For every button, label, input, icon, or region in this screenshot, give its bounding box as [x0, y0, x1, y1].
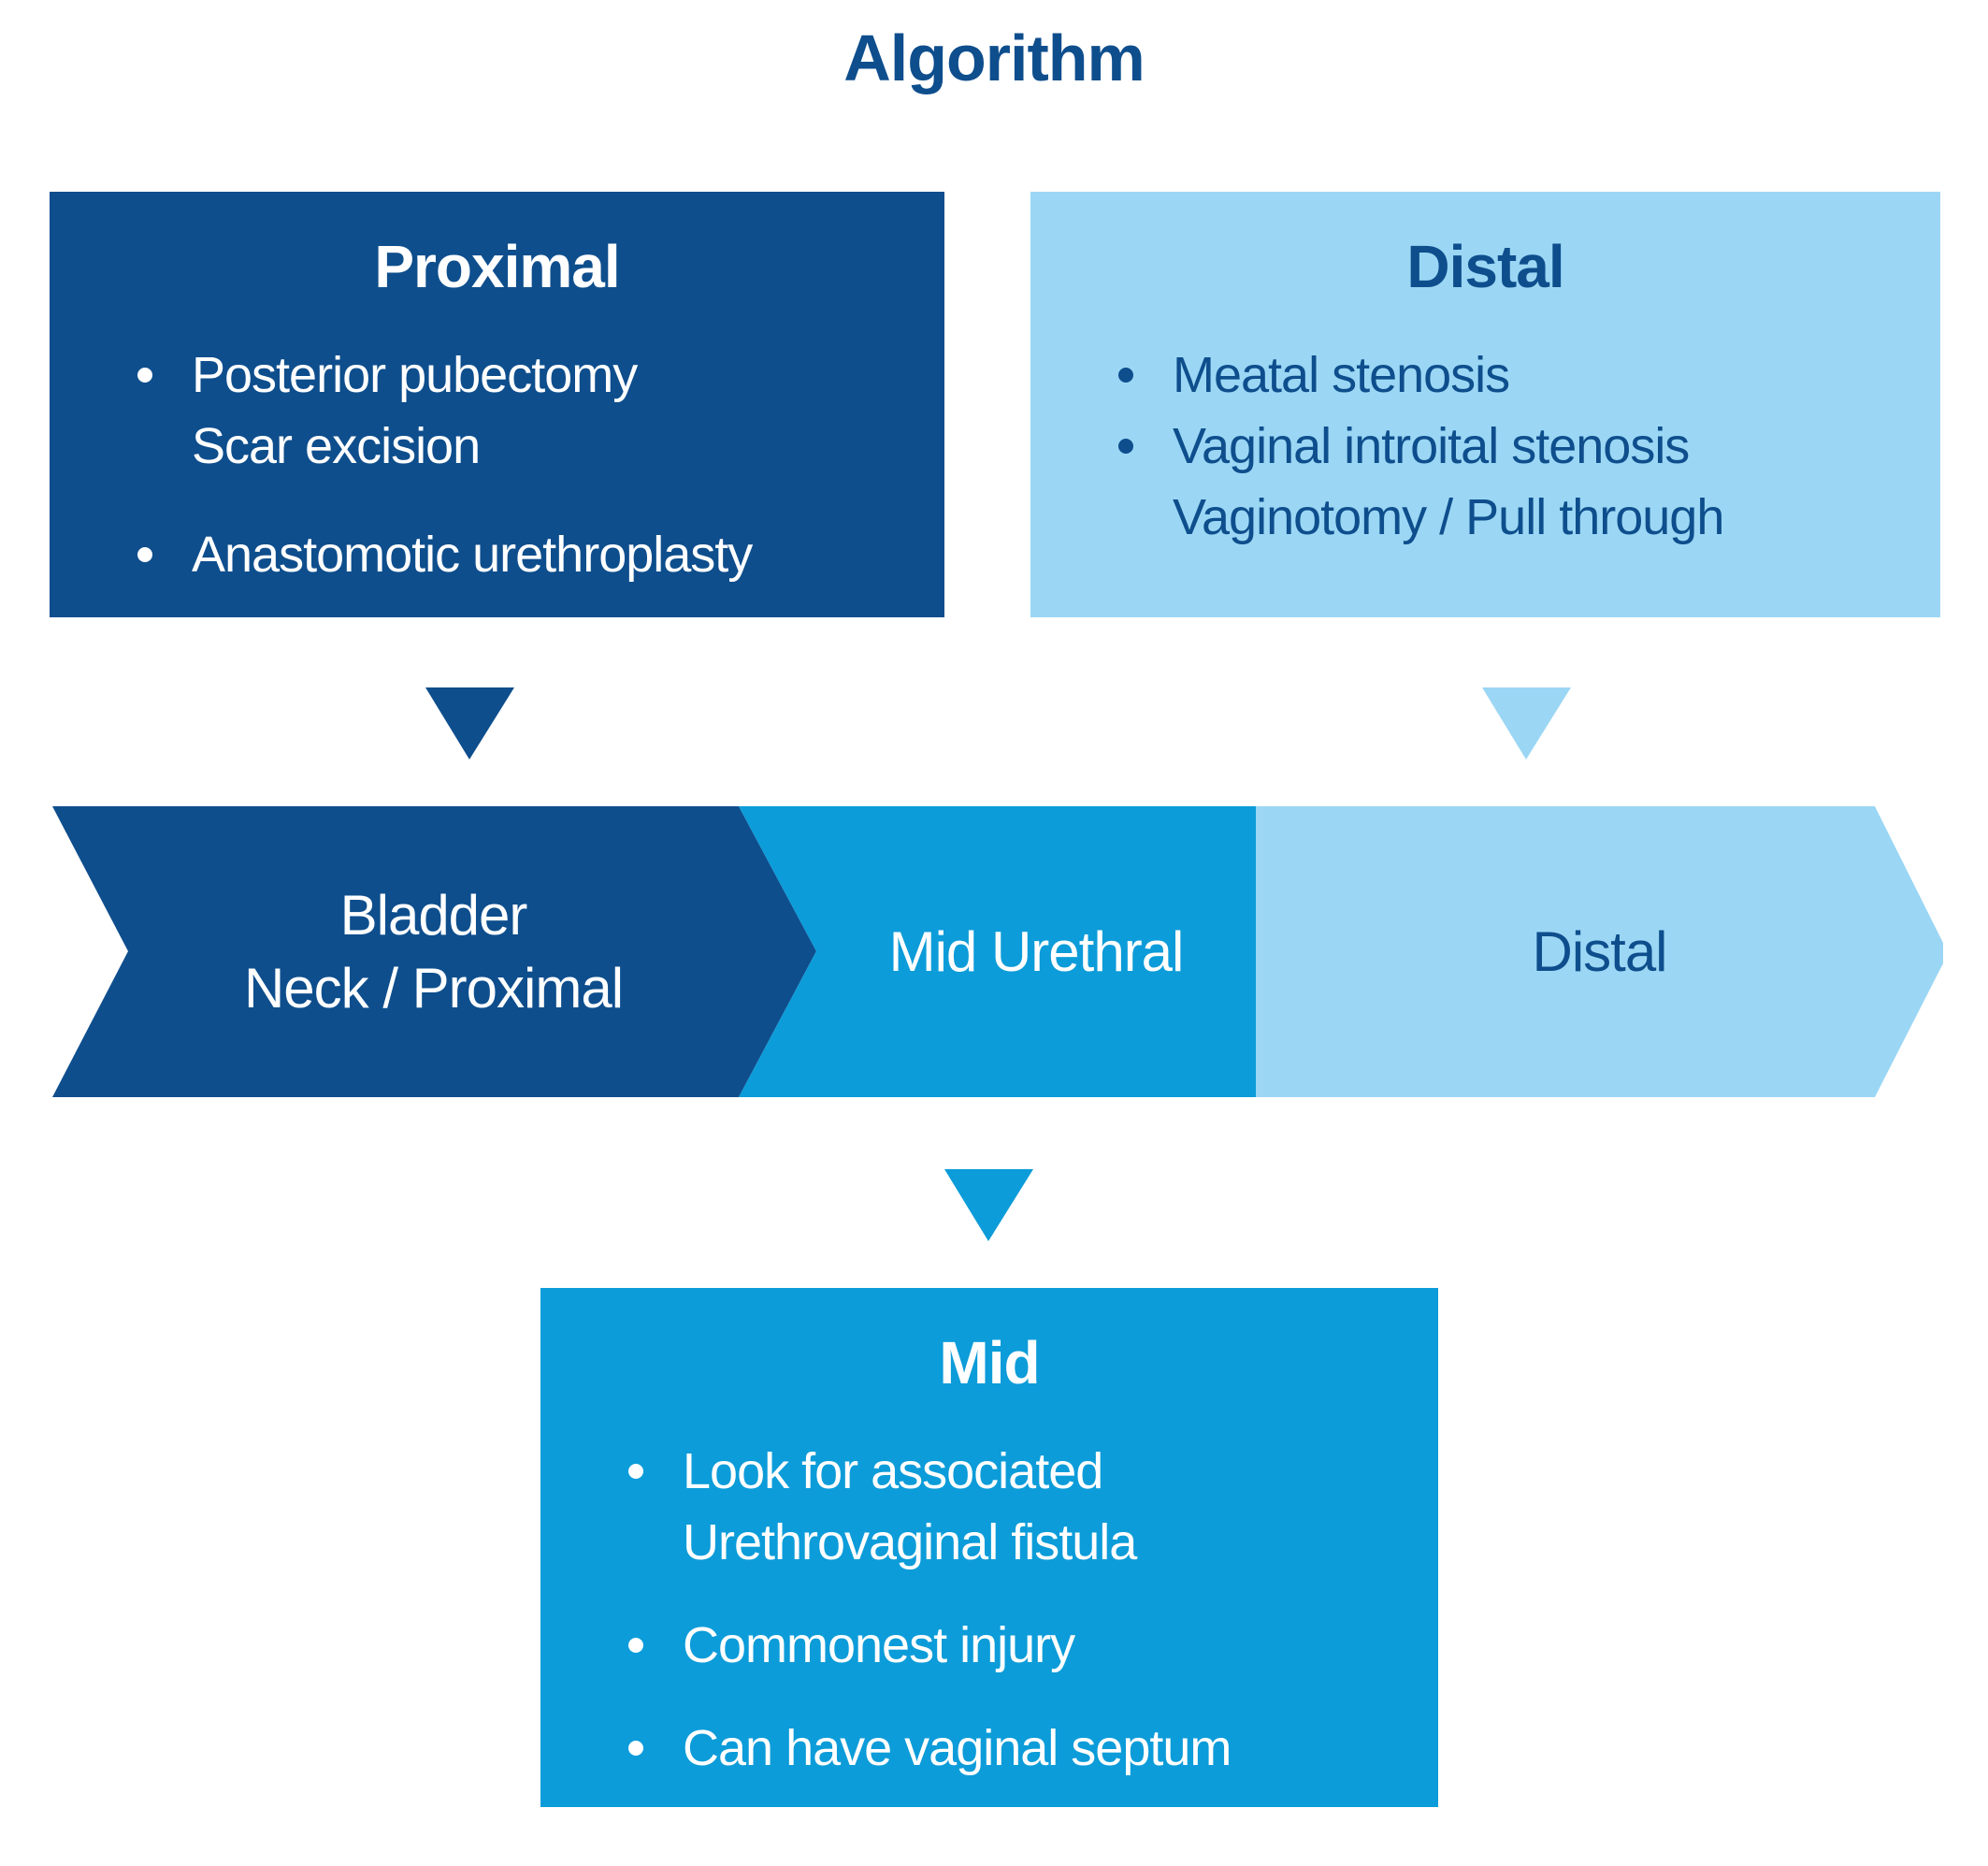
item-text: Urethrovaginal fistula	[683, 1514, 1137, 1570]
distal-box: Distal Meatal stenosis Vaginal introital…	[1030, 192, 1940, 617]
chevron-distal	[1256, 806, 1943, 1097]
distal-box-title: Distal	[1406, 233, 1564, 300]
bullet-dot-icon	[1118, 368, 1133, 383]
bullet-dot-icon	[137, 547, 152, 562]
list-item: Scar excision	[137, 411, 907, 482]
mid-box: Mid Look for associated Urethrovaginal f…	[540, 1288, 1438, 1807]
list-item: Meatal stenosis	[1118, 340, 1903, 411]
page-title: Algorithm	[843, 22, 1145, 94]
list-item: Anastomotic urethroplasty	[137, 519, 907, 590]
item-text: Meatal stenosis	[1173, 347, 1510, 403]
bullet-dot-icon	[628, 1741, 643, 1756]
item-text: Posterior pubectomy	[192, 347, 638, 403]
item-text: Scar excision	[192, 418, 481, 474]
arrow-down-mid-icon	[944, 1169, 1033, 1241]
distal-bullet-list: Meatal stenosis Vaginal introital stenos…	[1068, 340, 1903, 553]
bullet-dot-icon	[628, 1638, 643, 1653]
arrow-down-distal-icon	[1482, 687, 1571, 759]
proximal-box-title: Proximal	[374, 233, 620, 300]
bullet-dot-icon	[137, 368, 152, 383]
list-item: Commonest injury	[628, 1610, 1401, 1681]
item-text: Vaginal introital stenosis	[1173, 418, 1690, 474]
bullet-dot-icon	[1118, 439, 1133, 454]
list-item: Urethrovaginal fistula	[628, 1507, 1401, 1578]
list-item: Vaginal introital stenosis	[1118, 411, 1903, 482]
mid-bullet-list: Look for associated Urethrovaginal fistu…	[578, 1436, 1401, 1784]
item-text: Vaginotomy / Pull through	[1173, 489, 1724, 545]
proximal-box: Proximal Posterior pubectomy Scar excisi…	[50, 192, 944, 617]
chevron-bladder-neck-proximal	[52, 806, 816, 1097]
arrow-down-proximal-icon	[425, 687, 514, 759]
item-text: Can have vaginal septum	[683, 1720, 1232, 1776]
list-item: Vaginotomy / Pull through	[1118, 482, 1903, 553]
chevron-mid-urethral	[739, 806, 1256, 1097]
bullet-dot-icon	[628, 1464, 643, 1479]
item-text: Look for associated	[683, 1443, 1103, 1499]
item-text: Anastomotic urethroplasty	[192, 527, 753, 583]
list-item: Can have vaginal septum	[628, 1713, 1401, 1784]
list-item: Posterior pubectomy	[137, 340, 907, 411]
list-item: Look for associated	[628, 1436, 1401, 1507]
item-text: Commonest injury	[683, 1617, 1075, 1673]
proximal-bullet-list: Posterior pubectomy Scar excision Anasto…	[87, 340, 907, 590]
mid-box-title: Mid	[939, 1329, 1040, 1396]
